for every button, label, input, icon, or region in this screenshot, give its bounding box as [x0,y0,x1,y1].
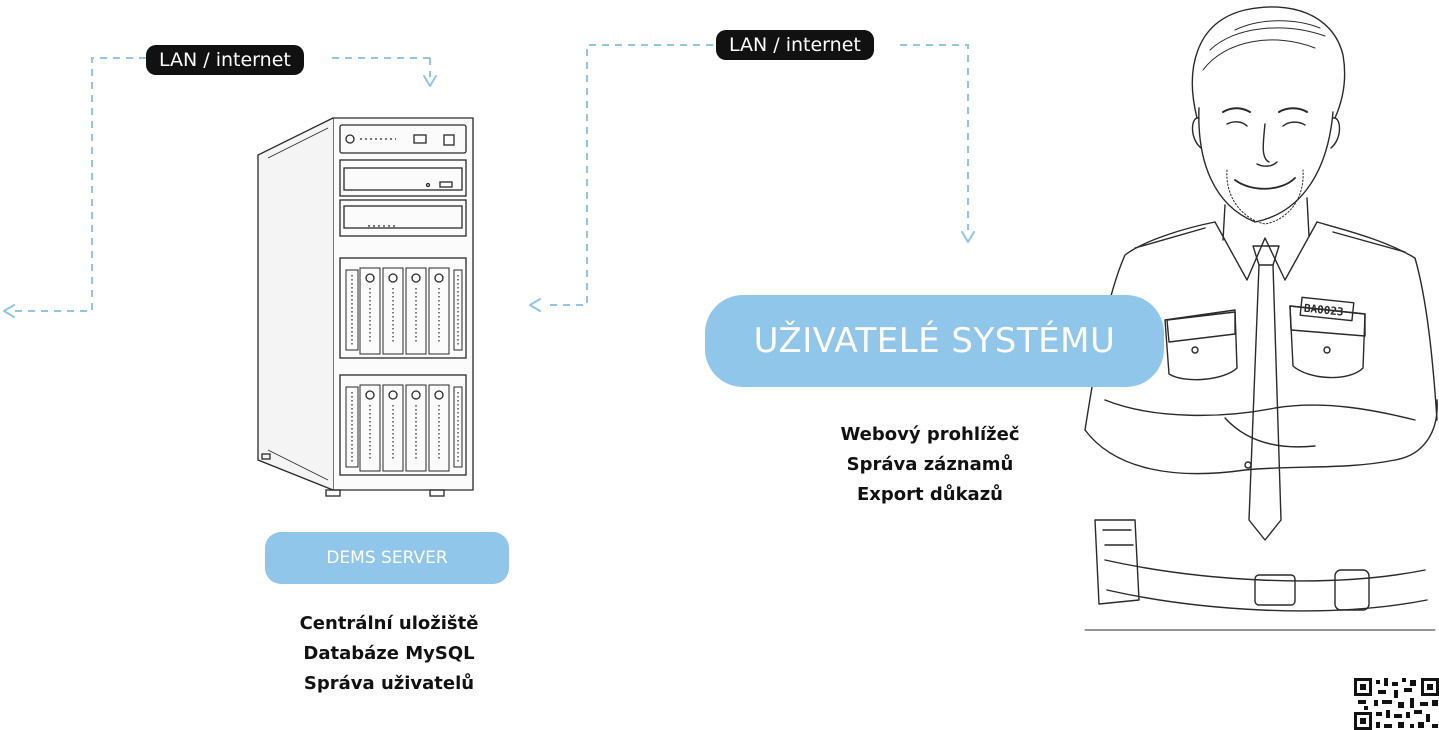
user-feature-list: Webový prohlížeč Správa záznamů Export d… [770,420,1090,510]
qr-code-icon [1354,678,1439,730]
server-feature-list: Centrální uložiště Databáze MySQL Správa… [244,609,534,699]
connector-left [15,57,431,312]
arrow-down-icon [423,75,437,87]
arrow-left-icon [529,298,541,312]
connection-label-left: LAN / internet [146,45,304,75]
list-item: Správa záznamů [846,454,1014,475]
name-tag-text: BA0023 [1303,302,1344,319]
server-badge: DEMS SERVER [265,532,509,584]
list-item: Webový prohlížeč [840,424,1020,445]
connection-label-right: LAN / internet [716,30,874,60]
police-officer-illustration: BA0023 [1084,6,1438,631]
connector-right [550,44,969,306]
arrow-down-icon [961,231,975,243]
list-item: Databáze MySQL [303,643,475,664]
users-badge: UŽIVATELÉ SYSTÉMU [705,295,1164,387]
arrow-left-icon [3,304,15,318]
list-item: Správa uživatelů [303,673,475,694]
list-item: Export důkazů [856,484,1003,505]
tower-server-illustration [257,117,474,497]
list-item: Centrální uložiště [299,613,479,634]
